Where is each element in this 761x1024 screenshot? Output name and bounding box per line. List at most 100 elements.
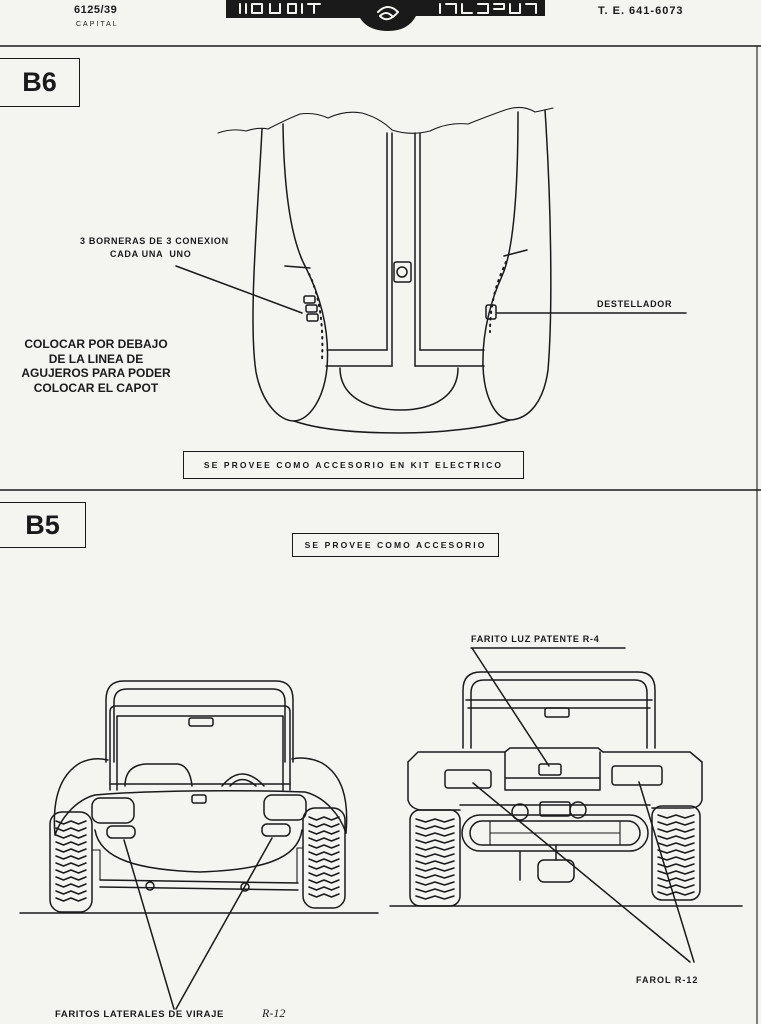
- front-left-tire-tread: [55, 869, 87, 874]
- front-axle-stubs: [91, 847, 304, 884]
- rear-left-tire-tread: [415, 825, 455, 830]
- left-hole-line: [308, 273, 324, 361]
- header-phone: T. E. 641-6073: [598, 5, 684, 17]
- placement-note: COLOCAR POR DEBAJO DE LA LINEA DE AGUJER…: [8, 337, 184, 395]
- tire-treads: [55, 814, 695, 902]
- rear-right-tire-tread: [657, 870, 695, 875]
- front-right-tire-tread: [308, 816, 340, 821]
- rear-left-tire-tread: [415, 839, 455, 844]
- header-city: CAPITAL: [76, 21, 119, 28]
- front-left-tire-tread: [55, 883, 87, 888]
- right-headlight: [263, 794, 307, 821]
- engine-pulley-left: [511, 803, 529, 821]
- rear-left-tire-tread: [415, 860, 455, 865]
- patente-callout: FARITO LUZ PATENTE R-4: [471, 634, 600, 644]
- front-right-tire-tread: [308, 886, 340, 891]
- rear-roll-bar-outer: [462, 671, 656, 749]
- bornera-leader-line: [175, 265, 303, 314]
- hood-emblem: [191, 794, 207, 804]
- left-fender: [252, 123, 329, 422]
- rear-right-tire-tread: [657, 842, 695, 847]
- torn-edge: [217, 106, 554, 134]
- chassis-bolt-left: [145, 881, 155, 891]
- front-left-tire-tread: [55, 834, 87, 839]
- rear-left-tire-tread: [415, 888, 455, 893]
- rear-right-tire-tread: [657, 814, 695, 819]
- right-fender: [482, 109, 552, 421]
- patente-leader-line: [471, 647, 550, 767]
- placement-note-line: AGUJEROS PARA PODER: [21, 366, 171, 380]
- section-label-b5: B5: [0, 502, 86, 548]
- kit-electrico-box: SE PROVEE COMO ACCESORIO EN KIT ELECTRIC…: [183, 451, 524, 479]
- front-edge: [293, 419, 511, 434]
- left-turn-light: [106, 825, 136, 839]
- laterales-callout: FARITOS LATERALES DE VIRAJE: [55, 1009, 224, 1020]
- bornera-block: [306, 313, 319, 322]
- rear-left-tire-tread: [415, 832, 455, 837]
- chassis-bolt-right: [240, 882, 250, 892]
- front-right-tire-tread: [308, 851, 340, 856]
- bornera-callout-line1: 3 BORNERAS DE 3 CONEXION: [80, 236, 229, 246]
- bornera-blocks: [303, 295, 319, 322]
- front-right-tire-tread: [308, 858, 340, 863]
- logo-plate: [226, 0, 545, 31]
- rear-left-tire-tread: [415, 881, 455, 886]
- front-right-tire-tread: [308, 865, 340, 870]
- rear-right-tire-tread: [657, 891, 695, 896]
- rear-roll-bar-inner: [470, 679, 648, 749]
- front-left-tire-tread: [55, 827, 87, 832]
- destellador-unit: [485, 304, 497, 320]
- rear-right-tire-tread: [657, 821, 695, 826]
- steering-wheel: [221, 773, 265, 787]
- rear-right-tire-tread: [657, 863, 695, 868]
- engine-block: [539, 801, 571, 817]
- rear-right-tire: [651, 805, 701, 901]
- front-left-tire-tread: [55, 855, 87, 860]
- front-right-tire-tread: [308, 844, 340, 849]
- placement-note-line: COLOCAR POR DEBAJO: [24, 337, 168, 351]
- bornera-block: [303, 295, 316, 304]
- bornera-callout-line2: CADA UNA UNO: [110, 249, 192, 259]
- front-hood-edge: [54, 790, 347, 836]
- front-roll-bar-outer: [105, 680, 294, 763]
- right-panel-lines: [414, 349, 485, 367]
- front-right-fender: [291, 757, 348, 834]
- front-right-tire-tread: [308, 837, 340, 842]
- bumper-bars: [489, 820, 621, 846]
- laterales-handwritten-ref: R-12: [262, 1006, 286, 1020]
- left-ledge: [284, 265, 311, 269]
- rear-left-tire-tread: [415, 867, 455, 872]
- muffler: [537, 859, 575, 883]
- rear-right-tire-tread: [657, 828, 695, 833]
- front-right-tire-tread: [308, 879, 340, 884]
- front-roll-bar-inner: [113, 688, 286, 763]
- laterales-leader-left: [123, 839, 175, 1010]
- front-left-fender: [53, 758, 109, 836]
- seat-back: [124, 763, 193, 787]
- front-left-tire: [49, 811, 93, 913]
- farol-callout: FAROL R-12: [636, 975, 699, 985]
- rear-right-tire-tread: [657, 884, 695, 889]
- placement-note-line: DE LA LINEA DE: [48, 351, 144, 366]
- rear-left-tire-tread: [415, 853, 455, 858]
- rear-mirror: [544, 707, 570, 718]
- logo-emblem: [377, 6, 399, 21]
- farol-leader-right: [638, 781, 695, 963]
- front-lower-body: [94, 829, 303, 873]
- header-code: 6125/39: [74, 4, 118, 16]
- front-left-tire-tread: [55, 848, 87, 853]
- bornera-block: [305, 304, 318, 313]
- b6-hood-drawing: [175, 106, 687, 434]
- rear-right-tire-tread: [657, 856, 695, 861]
- b5-rear-view: [407, 671, 703, 907]
- rear-windshield-frame: [465, 699, 653, 709]
- front-mirror: [188, 717, 214, 727]
- right-tail-light: [611, 765, 663, 786]
- right-hole-line: [489, 261, 507, 333]
- rear-body-sides: [407, 761, 703, 811]
- left-tail-light: [444, 769, 492, 789]
- tunnel-clamp: [393, 261, 412, 283]
- rear-left-tire-tread: [415, 846, 455, 851]
- placement-note-line: COLOCAR EL CAPOT: [33, 380, 159, 395]
